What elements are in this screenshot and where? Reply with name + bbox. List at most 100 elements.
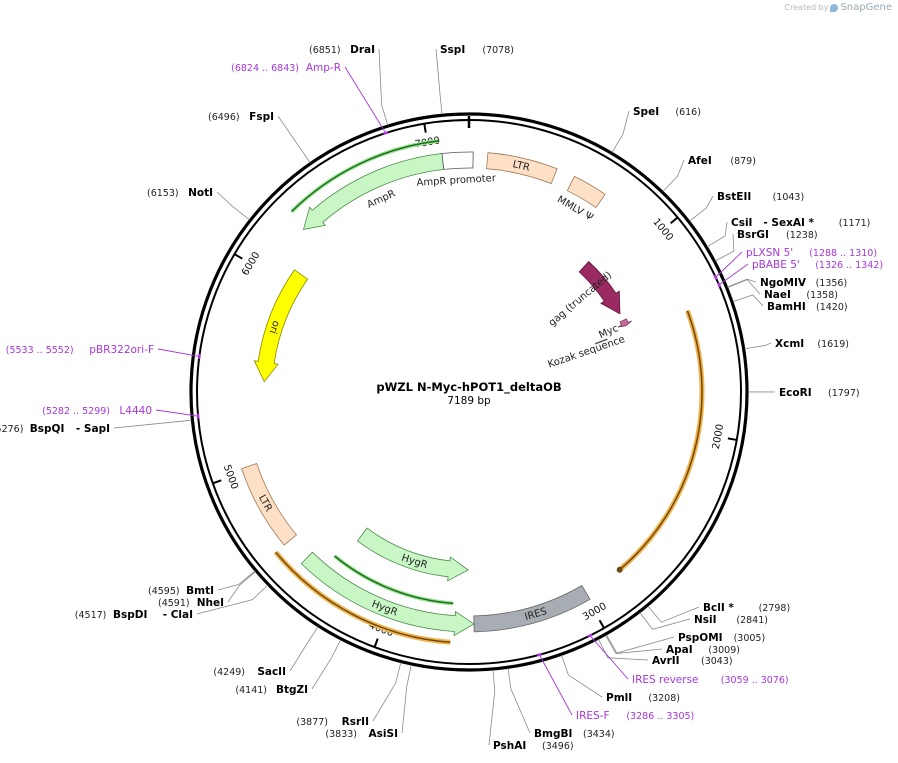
enzyme-position: (2798) [759, 603, 791, 614]
enzyme-position: (1797) [828, 388, 860, 399]
enzyme-label: PspOMI [678, 632, 723, 644]
enzyme-position: (1356) [816, 278, 848, 289]
scale-tick-label: 1000 [650, 217, 675, 244]
enzyme-position: (6153) [147, 188, 179, 199]
enzyme-label: BspDI [113, 609, 147, 621]
enzyme-leader [217, 570, 256, 591]
enzyme-leader [561, 655, 603, 698]
enzyme-label: NgoMIV [760, 277, 807, 289]
enzyme-leader [727, 278, 757, 288]
enzyme-position: (4249) [213, 667, 245, 678]
enzyme-leader [311, 639, 342, 690]
primer-leader [589, 635, 629, 680]
feature-orf [619, 310, 703, 571]
enzyme-label: BtgZI [276, 684, 308, 696]
enzyme-label: SspI [440, 44, 465, 56]
enzyme-label-2: - ClaI [163, 609, 193, 621]
enzyme-label: PmlI [606, 692, 632, 704]
scale-tick-label: 5000 [221, 463, 240, 491]
primer-site-mark [587, 633, 593, 638]
enzyme-position: (4591) [158, 598, 190, 609]
ampr-orf-line [291, 140, 439, 213]
backbone-outer [189, 112, 749, 672]
primer-site-mark [713, 274, 718, 280]
feature-label-ampr: AmpR [365, 188, 397, 210]
enzyme-label-2: - SexAI * [763, 217, 814, 229]
enzyme-position: (1358) [806, 290, 838, 301]
feature-hygr-outer [300, 551, 475, 637]
snapgene-credit: Created by SnapGene [784, 2, 892, 13]
enzyme-label: BspQI [30, 423, 65, 435]
feature-label-ampr-promoter: AmpR promoter [416, 173, 497, 189]
enzyme-leader [113, 419, 192, 429]
enzyme-position: (6496) [208, 112, 240, 123]
enzyme-position: (1171) [839, 218, 871, 229]
feature-orf2 [275, 551, 451, 644]
primer-range: (1288 .. 1310) [809, 248, 877, 259]
scale-tick-label: 2000 [711, 423, 726, 450]
primer-label: Amp-R [306, 62, 341, 74]
primer-sites: Amp-R(6824 .. 6843)pLXSN 5'(1288 .. 1310… [6, 62, 883, 722]
enzyme-label: CsiI [731, 217, 752, 229]
enzyme-position: (4141) [235, 685, 267, 696]
feature-hygr-inner [356, 527, 469, 582]
primer-range: (6824 .. 6843) [231, 63, 299, 74]
enzyme-leader [597, 639, 649, 661]
enzyme-leader [727, 279, 761, 295]
feature-ampr-promoter [441, 151, 474, 170]
enzyme-label: NaeI [764, 289, 791, 301]
credit-brand: SnapGene [840, 2, 892, 13]
enzyme-leader [507, 668, 531, 734]
feature-label-ori: ori [267, 319, 282, 335]
enzyme-label: AvrII [652, 655, 680, 667]
enzyme-position: (3005) [734, 633, 766, 644]
enzyme-leader [689, 195, 714, 222]
feature-orf-end [616, 566, 623, 573]
enzyme-label: SacII [257, 666, 286, 678]
enzyme-position: (1238) [786, 230, 818, 241]
enzyme-leader [606, 634, 675, 654]
primer-range: (1326 .. 1342) [815, 260, 883, 271]
primer-site-mark [536, 652, 543, 657]
feature-label-kozak: Kozak sequence [547, 334, 627, 371]
enzyme-label: NotI [188, 187, 213, 199]
primer-leader [538, 654, 573, 716]
scale-tick [234, 253, 243, 260]
primer-site-mark [383, 131, 389, 135]
enzyme-leader [401, 664, 412, 734]
scale-tick-label: 3000 [581, 601, 609, 623]
feature-mmlv-psi [566, 175, 606, 209]
enzyme-leader [372, 662, 402, 722]
scale-tick-label: 6000 [240, 250, 262, 278]
enzyme-position: (1420) [816, 302, 848, 313]
scale-tick [373, 638, 379, 648]
scale-tick [212, 479, 222, 485]
enzyme-label: BstEII [717, 191, 751, 203]
feature-ampr [302, 153, 445, 230]
enzyme-label: ApaI [666, 644, 693, 656]
enzyme-leader [435, 48, 443, 115]
primer-label: L4440 [119, 405, 152, 417]
feature-ori [253, 269, 309, 383]
enzyme-position: (5276) [0, 424, 23, 435]
enzyme-leader [196, 584, 268, 615]
primer-leader [157, 348, 200, 357]
primer-label: pBABE 5' [752, 259, 800, 271]
feature-ltr-5prime [486, 152, 558, 185]
snapgene-logo-icon [830, 3, 839, 12]
enzyme-label: NsiI [694, 614, 717, 626]
feature-label-ltr: LTR [512, 159, 531, 174]
enzyme-sites: SspI(7078)DraI(6851)FspI(6496)NotI(6153)… [0, 44, 870, 752]
enzyme-leader [732, 294, 764, 307]
enzyme-position: (6851) [309, 45, 341, 56]
primer-range: (5282 .. 5299) [42, 406, 110, 417]
enzyme-position: (4595) [148, 586, 180, 597]
scale-tick [727, 437, 737, 441]
enzyme-label: FspI [249, 111, 274, 123]
enzyme-label: BclI * [703, 602, 734, 614]
enzyme-label: AsiSI [369, 728, 398, 740]
primer-leader [715, 251, 743, 278]
enzyme-position: (3877) [296, 717, 328, 728]
enzyme-position: (1619) [817, 339, 849, 350]
